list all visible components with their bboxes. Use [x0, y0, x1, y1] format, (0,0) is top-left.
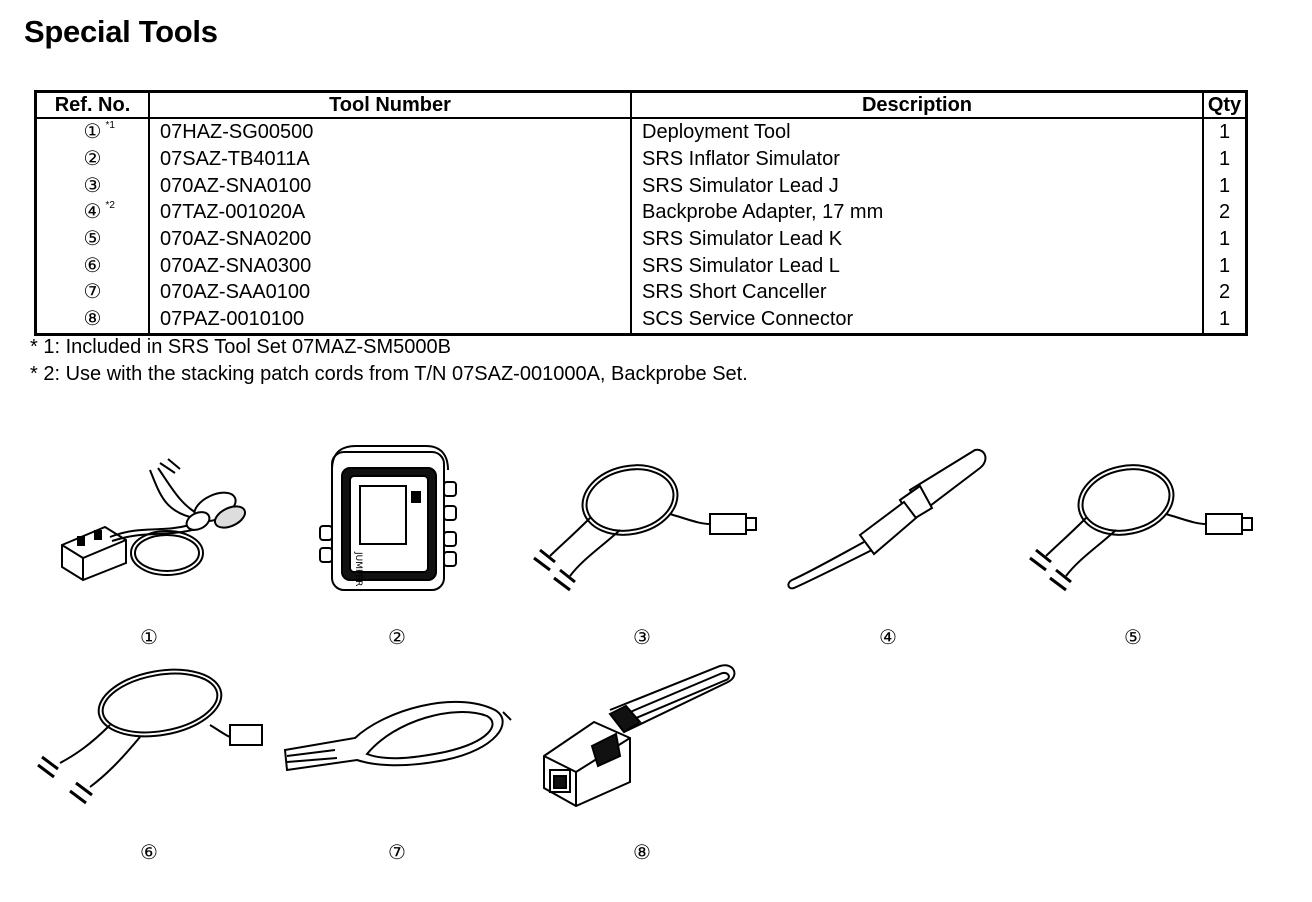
- tool-number-cell: 07HAZ-SG00500: [148, 118, 632, 146]
- table-row: ② 07SAZ-TB4011A SRS Inflator Simulator 1: [34, 145, 1248, 173]
- ref-cell: ⑤: [34, 225, 150, 253]
- simulator-lead-j-illustration: [533, 464, 757, 592]
- header-ref-no: Ref. No.: [34, 90, 150, 119]
- description-cell: SRS Inflator Simulator: [630, 145, 1204, 173]
- ref-cell: ⑥: [34, 252, 150, 280]
- figure-label-1: ①: [140, 627, 158, 649]
- table-header-row: Ref. No. Tool Number Description Qty: [34, 90, 1248, 119]
- qty-cell: 2: [1202, 199, 1248, 226]
- qty-cell: 1: [1202, 118, 1248, 146]
- ref-cell: ④*2: [34, 199, 150, 226]
- tool-number-cell: 070AZ-SNA0300: [148, 252, 632, 280]
- figure-label-7: ⑦: [388, 842, 406, 864]
- figure-label-6: ⑥: [140, 842, 158, 864]
- description-cell: Backprobe Adapter, 17 mm: [630, 199, 1204, 226]
- table-row: ③ 070AZ-SNA0100 SRS Simulator Lead J 1: [34, 172, 1248, 200]
- backprobe-adapter-illustration: [787, 448, 987, 590]
- description-cell: SRS Simulator Lead J: [630, 172, 1204, 200]
- tool-number-cell: 07TAZ-001020A: [148, 199, 632, 226]
- description-cell: SRS Simulator Lead L: [630, 252, 1204, 280]
- ref-cell: ③: [34, 172, 150, 200]
- qty-cell: 1: [1202, 145, 1248, 173]
- qty-cell: 1: [1202, 172, 1248, 200]
- tool-number-cell: 07SAZ-TB4011A: [148, 145, 632, 173]
- table-row: ①*1 07HAZ-SG00500 Deployment Tool 1: [34, 118, 1248, 146]
- header-qty: Qty: [1202, 90, 1248, 119]
- tool-number-cell: 07PAZ-0010100: [148, 305, 632, 334]
- scs-service-connector-illustration: [543, 664, 736, 808]
- ref-cell: ⑦: [34, 279, 150, 306]
- table-row: ⑥ 070AZ-SNA0300 SRS Simulator Lead L 1: [34, 252, 1248, 280]
- deployment-tool-illustration: [61, 458, 246, 582]
- short-canceller-illustration: [283, 700, 512, 772]
- figure-label-8: ⑧: [633, 842, 651, 864]
- inflator-simulator-illustration: JUMPER: [319, 445, 457, 591]
- qty-cell: 1: [1202, 225, 1248, 253]
- jumper-label: JUMPER: [353, 551, 363, 586]
- page-title: Special Tools: [24, 14, 218, 49]
- simulator-lead-l-illustration: [37, 668, 263, 805]
- description-cell: Deployment Tool: [630, 118, 1204, 146]
- figure-label-3: ③: [633, 627, 651, 649]
- ref-cell: ⑧: [34, 305, 150, 334]
- ref-cell: ②: [34, 145, 150, 173]
- qty-cell: 1: [1202, 252, 1248, 280]
- footnote-2: * 2: Use with the stacking patch cords f…: [30, 363, 748, 385]
- figure-label-5: ⑤: [1124, 627, 1142, 649]
- description-cell: SCS Service Connector: [630, 305, 1204, 334]
- footnote-mark: *1: [105, 120, 115, 132]
- figure-label-4: ④: [879, 627, 897, 649]
- header-description: Description: [630, 90, 1204, 119]
- footnote-mark: *2: [105, 200, 115, 212]
- table-row: ⑤ 070AZ-SNA0200 SRS Simulator Lead K 1: [34, 225, 1248, 253]
- table-row: ④*2 07TAZ-001020A Backprobe Adapter, 17 …: [34, 199, 1248, 226]
- ref-cell: ①*1: [34, 118, 150, 146]
- qty-cell: 1: [1202, 305, 1248, 334]
- header-tool-number: Tool Number: [148, 90, 632, 119]
- special-tools-table: Ref. No. Tool Number Description Qty ①*1…: [34, 90, 1248, 336]
- description-cell: SRS Simulator Lead K: [630, 225, 1204, 253]
- figure-label-2: ②: [388, 627, 406, 649]
- table-row: ⑧ 07PAZ-0010100 SCS Service Connector 1: [34, 305, 1248, 334]
- tool-number-cell: 070AZ-SAA0100: [148, 279, 632, 306]
- tool-number-cell: 070AZ-SNA0100: [148, 172, 632, 200]
- qty-cell: 2: [1202, 279, 1248, 306]
- description-cell: SRS Short Canceller: [630, 279, 1204, 306]
- footnotes: * 1: Included in SRS Tool Set 07MAZ-SM50…: [30, 334, 748, 388]
- tool-number-cell: 070AZ-SNA0200: [148, 225, 632, 253]
- table-row: ⑦ 070AZ-SAA0100 SRS Short Canceller 2: [34, 279, 1248, 306]
- simulator-lead-k-illustration: [1029, 464, 1253, 592]
- footnote-1: * 1: Included in SRS Tool Set 07MAZ-SM50…: [30, 336, 451, 358]
